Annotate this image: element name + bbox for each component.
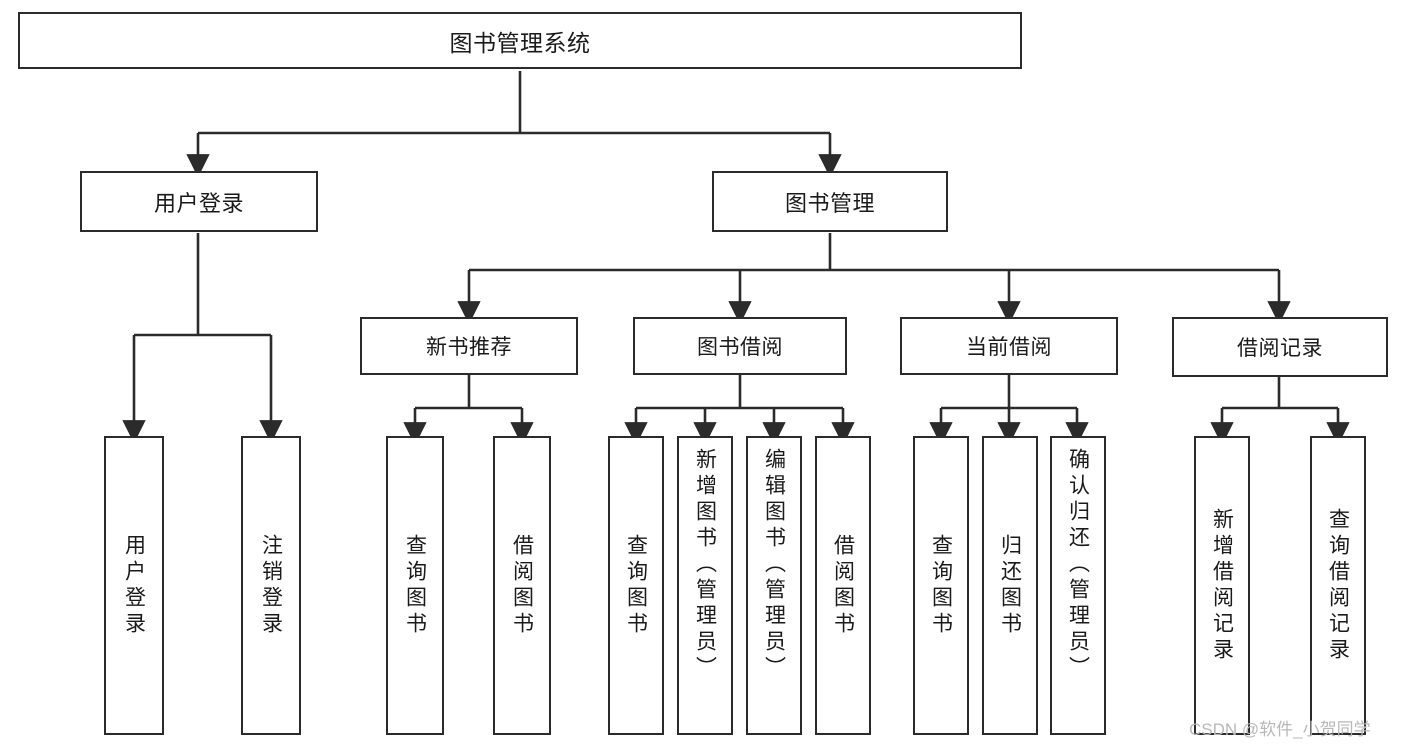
node-borrow-record[interactable]: 借阅记录 <box>1172 317 1388 377</box>
node-leaf-user-logout-label: 注销登录 <box>259 533 283 638</box>
node-new-book-recommend[interactable]: 新书推荐 <box>360 317 578 375</box>
node-book-management[interactable]: 图书管理 <box>712 171 948 232</box>
node-current-borrow-label: 当前借阅 <box>966 336 1052 359</box>
node-book-borrow-label: 图书借阅 <box>697 336 783 359</box>
node-leaf-add-record[interactable]: 新增借阅记录 <box>1194 436 1250 735</box>
node-leaf-query-book-1-label: 查询图书 <box>403 533 427 638</box>
node-leaf-confirm-return[interactable]: 确认归还（管理员） <box>1050 436 1106 735</box>
node-current-borrow[interactable]: 当前借阅 <box>900 317 1118 375</box>
node-leaf-edit-book-label: 编辑图书（管理员） <box>762 448 786 682</box>
node-book-borrow[interactable]: 图书借阅 <box>633 317 847 375</box>
node-leaf-borrow-book-2[interactable]: 借阅图书 <box>815 436 871 735</box>
node-leaf-query-book-3[interactable]: 查询图书 <box>913 436 969 735</box>
node-leaf-user-login[interactable]: 用户登录 <box>104 436 164 735</box>
node-user-login-label: 用户登录 <box>153 190 244 216</box>
node-leaf-add-book-label: 新增图书（管理员） <box>693 448 717 682</box>
node-leaf-return-book-label: 归还图书 <box>998 533 1022 638</box>
node-leaf-add-record-label: 新增借阅记录 <box>1210 507 1234 664</box>
node-leaf-edit-book[interactable]: 编辑图书（管理员） <box>746 436 802 735</box>
node-leaf-return-book[interactable]: 归还图书 <box>982 436 1038 735</box>
node-user-login[interactable]: 用户登录 <box>80 171 318 232</box>
node-root-label: 图书管理系统 <box>449 29 591 56</box>
node-leaf-add-book[interactable]: 新增图书（管理员） <box>677 436 733 735</box>
node-leaf-query-record[interactable]: 查询借阅记录 <box>1310 436 1366 735</box>
node-leaf-user-login-label: 用户登录 <box>122 533 146 638</box>
node-leaf-query-book-2-label: 查询图书 <box>624 533 648 638</box>
node-leaf-borrow-book-2-label: 借阅图书 <box>831 533 855 638</box>
node-borrow-record-label: 借阅记录 <box>1237 337 1323 360</box>
node-root[interactable]: 图书管理系统 <box>18 12 1022 69</box>
node-leaf-query-record-label: 查询借阅记录 <box>1326 507 1350 664</box>
node-book-management-label: 图书管理 <box>784 190 875 216</box>
node-leaf-query-book-1[interactable]: 查询图书 <box>386 436 444 735</box>
node-leaf-borrow-book-1[interactable]: 借阅图书 <box>493 436 551 735</box>
csdn-watermark: CSDN @软件_小贺同学 <box>1189 720 1371 739</box>
node-leaf-confirm-return-label: 确认归还（管理员） <box>1066 448 1090 682</box>
node-new-book-recommend-label: 新书推荐 <box>426 336 512 359</box>
node-leaf-query-book-2[interactable]: 查询图书 <box>608 436 664 735</box>
node-leaf-query-book-3-label: 查询图书 <box>929 533 953 638</box>
node-leaf-user-logout[interactable]: 注销登录 <box>241 436 301 735</box>
node-leaf-borrow-book-1-label: 借阅图书 <box>510 533 534 638</box>
